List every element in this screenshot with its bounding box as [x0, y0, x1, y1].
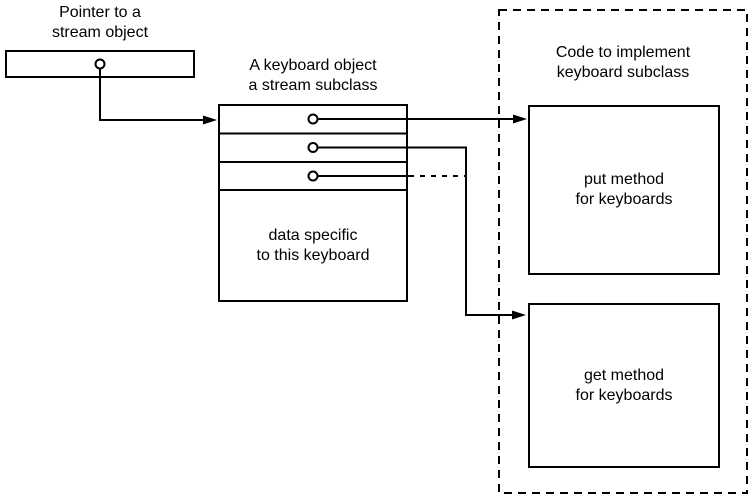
pointer-object-label: Pointer to a stream object: [51, 4, 149, 41]
slot-dot-1-icon: [307, 113, 319, 125]
code-module-border: [498, 9, 748, 494]
put-method-label: put method for keyboards: [575, 171, 673, 208]
slot-dot-3-icon: [307, 170, 319, 182]
get-method-label: get method for keyboards: [575, 366, 673, 404]
put-arrowhead-icon: [513, 114, 527, 124]
pointer-arrowhead-icon: [203, 115, 217, 125]
keyboard-object-box: [218, 104, 408, 302]
get-method-box: [528, 303, 720, 468]
put-method-box: [528, 105, 720, 275]
keyboard-object-label: A keyboard object a stream subclass: [248, 57, 378, 94]
slot-dot-2-icon: [307, 142, 319, 153]
keyboard-data-label: data specific to this keyboard: [256, 226, 370, 264]
code-module-label: Code to implement keyboard subclass: [555, 44, 691, 81]
get-pointer-line: [313, 146, 512, 316]
pointer-arrow-line: [99, 64, 204, 121]
pointer-origin-dot-icon: [94, 58, 106, 70]
get-arrowhead-icon: [512, 310, 526, 320]
